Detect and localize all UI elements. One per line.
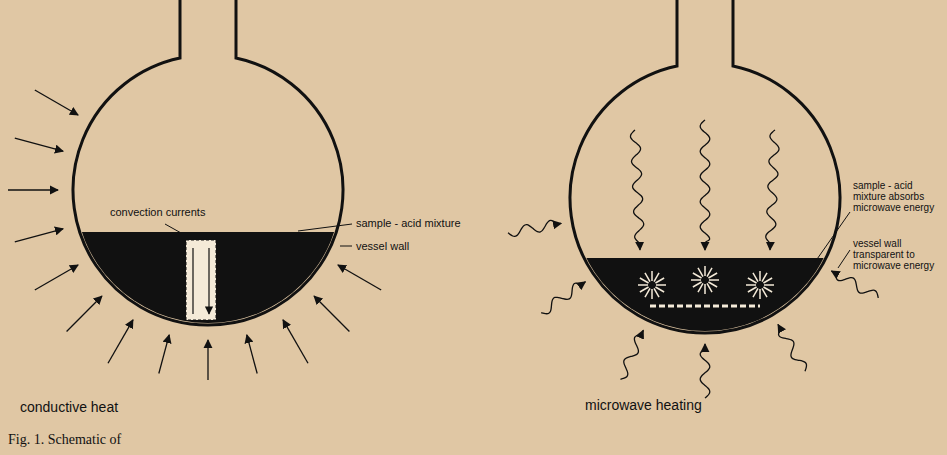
convection-currents <box>193 248 209 314</box>
burst-ray <box>640 278 649 283</box>
burst-ray <box>708 282 717 287</box>
burst-ray <box>763 278 772 283</box>
label: vessel wall transparent to microwave ene… <box>853 238 943 271</box>
leader-line <box>340 246 352 247</box>
heat-arrow <box>314 296 349 331</box>
burst-ray <box>748 287 757 292</box>
convection-column <box>186 240 216 320</box>
heating-bursts <box>638 266 774 299</box>
burst-ray <box>746 284 756 286</box>
burst-ray <box>656 284 666 286</box>
liquid <box>60 232 360 352</box>
burst-ray <box>693 282 702 287</box>
burst-ray <box>655 278 664 283</box>
microwave-arrow <box>831 271 878 298</box>
burst-ray <box>759 289 761 299</box>
burst-ray <box>698 268 703 277</box>
flask-outline <box>73 0 343 325</box>
burst-ray <box>759 271 761 281</box>
flask-outline <box>570 0 840 333</box>
heat-arrow <box>35 90 78 115</box>
burst-ray <box>651 289 653 299</box>
burst-ray <box>698 283 703 292</box>
leader-line <box>815 212 850 262</box>
burst-ray <box>651 271 653 281</box>
label: conductive heat <box>20 400 200 415</box>
microwave-arrow <box>766 130 779 250</box>
liquid-streak <box>650 305 760 308</box>
heat-arrow <box>159 335 169 374</box>
burst-ray <box>762 273 767 282</box>
microwave-arrow <box>541 282 585 314</box>
heat-arrow <box>283 320 308 363</box>
microwave-arrow <box>700 344 710 398</box>
burst-ray <box>640 287 649 292</box>
label: convection currents <box>110 206 230 218</box>
burst-ray <box>764 284 774 286</box>
figure-caption: Fig. 1. Schematic of <box>8 432 121 447</box>
burst-ray <box>762 288 767 297</box>
heat-arrows <box>8 90 381 380</box>
burst-ray <box>654 288 659 297</box>
leader-line <box>838 250 850 268</box>
burst-ray <box>693 273 702 278</box>
burst-ray <box>753 273 758 282</box>
leader-line <box>165 224 190 238</box>
microwave-arrow <box>700 120 710 250</box>
label: sample - acid mixture absorbs microwave … <box>853 180 943 213</box>
label: microwave heating <box>585 398 785 413</box>
microwave-arrow <box>630 130 643 250</box>
heat-arrow <box>8 189 58 190</box>
burst-ray <box>709 279 719 281</box>
burst-ray <box>691 279 701 281</box>
label: sample - acid mixture <box>356 217 496 229</box>
burst-ray <box>645 288 650 297</box>
burst-ray <box>654 273 659 282</box>
burst-ray <box>645 273 650 282</box>
burst-ray <box>753 288 758 297</box>
burst-ray <box>707 283 712 292</box>
burst-ray <box>655 287 664 292</box>
microwave-arrow <box>508 220 561 236</box>
heat-arrow <box>15 138 63 151</box>
heat-arrow <box>35 265 78 290</box>
heat-arrow <box>207 340 208 380</box>
heat-arrow <box>247 335 257 374</box>
heat-arrow <box>67 296 102 331</box>
heat-arrow <box>15 229 63 242</box>
microwave-arrow <box>778 324 807 371</box>
burst-ray <box>704 266 706 276</box>
burst-ray <box>638 284 648 286</box>
burst-ray <box>707 268 712 277</box>
microwave-arrow <box>620 330 643 379</box>
burst-ray <box>748 278 757 283</box>
leader-line <box>298 224 352 231</box>
microwave-arrows <box>508 120 878 398</box>
label: vessel wall <box>356 240 476 252</box>
burst-ray <box>704 284 706 294</box>
burst-ray <box>763 287 772 292</box>
burst-ray <box>708 273 717 278</box>
heat-arrow <box>108 320 133 363</box>
heat-arrow <box>338 265 381 290</box>
